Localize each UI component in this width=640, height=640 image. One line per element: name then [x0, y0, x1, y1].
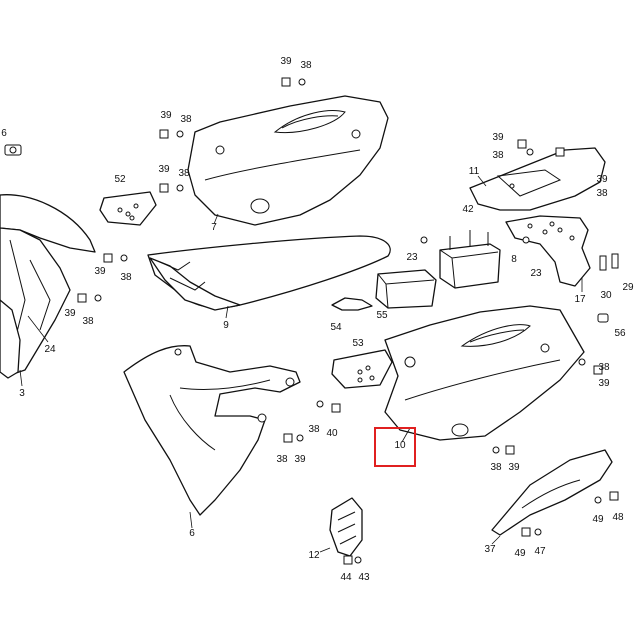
bolt-6-part — [4, 144, 22, 156]
callout-label: 39 — [64, 308, 76, 319]
left-shroud-part — [0, 194, 96, 379]
callout-label: 38 — [82, 316, 94, 327]
callout-label: 49 — [592, 514, 604, 525]
callout-label: 12 — [308, 550, 320, 561]
callout-label: 38 — [596, 188, 608, 199]
rear-fender-17-part — [505, 215, 591, 287]
callout-label: 24 — [44, 344, 56, 355]
bracket-53-part — [331, 349, 393, 389]
highlight-box — [374, 427, 416, 467]
hardware-bolts — [77, 77, 619, 565]
callout-label: 53 — [352, 338, 364, 349]
callout-label: 40 — [326, 428, 338, 439]
callout-label: 38 — [300, 60, 312, 71]
callout-label: 37 — [484, 544, 496, 555]
side-panel-7-part — [187, 95, 389, 226]
callout-label: 39 — [492, 132, 504, 143]
callout-label: 38 — [180, 114, 192, 125]
callout-label: 47 — [534, 546, 546, 557]
bracket-52-part — [99, 191, 157, 226]
callout-label: 39 — [294, 454, 306, 465]
callout-label: 43 — [358, 572, 370, 583]
callout-label: 10 — [394, 440, 406, 451]
side-panel-10-part — [384, 305, 585, 441]
callout-label: 39 — [598, 378, 610, 389]
callout-label: 54 — [330, 322, 342, 333]
callout-label: 38 — [120, 272, 132, 283]
callout-label: 23 — [530, 268, 542, 279]
shroud-6-part — [123, 345, 301, 516]
callout-label: 39 — [508, 462, 520, 473]
callout-label: 7 — [211, 222, 217, 233]
guard-12-part — [329, 497, 363, 557]
callout-label: 48 — [612, 512, 624, 523]
callout-label: 38 — [492, 150, 504, 161]
callout-label: 56 — [614, 328, 626, 339]
callout-label: 38 — [598, 362, 610, 373]
callout-label: 6 — [1, 128, 7, 139]
callout-label: 39 — [158, 164, 170, 175]
callout-label: 17 — [574, 294, 586, 305]
seat-9-part — [147, 235, 391, 311]
callout-label: 29 — [622, 282, 634, 293]
callout-labels: 6 24 3 39 38 39 38 52 39 38 39 38 39 38 … — [1, 56, 634, 583]
callout-label: 38 — [308, 424, 320, 435]
leader-lines — [19, 175, 583, 553]
callout-label: 42 — [462, 204, 474, 215]
callout-label: 3 — [19, 388, 25, 399]
callout-label: 39 — [596, 174, 608, 185]
callout-label: 6 — [189, 528, 195, 539]
callout-label: 44 — [340, 572, 352, 583]
callout-label: 11 — [469, 166, 480, 177]
callout-label: 38 — [276, 454, 288, 465]
callout-label: 52 — [114, 174, 126, 185]
clip-54-part — [331, 297, 373, 311]
callout-label: 49 — [514, 548, 526, 559]
rear-fender-11-part — [469, 147, 606, 211]
chain-guard-37-part — [491, 449, 613, 536]
callout-label: 55 — [376, 310, 388, 321]
box-55-part — [375, 269, 437, 309]
callout-label: 8 — [511, 254, 517, 265]
callout-label: 30 — [600, 290, 612, 301]
callout-label: 38 — [490, 462, 502, 473]
callout-label: 39 — [160, 110, 172, 121]
callout-label: 23 — [406, 252, 418, 263]
callout-label: 39 — [280, 56, 292, 67]
callout-label: 39 — [94, 266, 106, 277]
callout-label: 38 — [178, 168, 190, 179]
callout-label: 9 — [223, 320, 229, 331]
box-8-part — [439, 230, 501, 289]
